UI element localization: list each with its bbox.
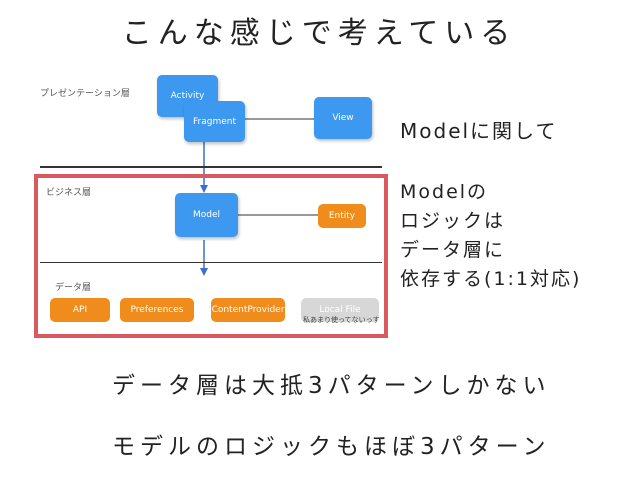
bottom-line-1: データ層は大抵3パターンしかない	[112, 373, 551, 399]
view-label: View	[332, 113, 354, 123]
activity-label: Activity	[170, 91, 205, 101]
local-file-label: Local File	[319, 305, 361, 315]
side-text: Modelの ロジックは データ層に 依存する(1:1対応)	[400, 178, 581, 294]
side-text-line: 依存する(1:1対応)	[400, 268, 582, 290]
page-title: こんな感じで考えている	[121, 16, 517, 51]
api-node: API	[50, 298, 110, 322]
fragment-model-arrowhead	[200, 185, 208, 193]
local-file-note: 私あまり使ってないっす	[303, 316, 380, 324]
model-node: Model	[175, 193, 238, 237]
side-text-line: データ層に	[400, 239, 506, 261]
side-heading: Modelに関して	[400, 119, 558, 143]
presentation-layer-label: プレゼンテーション層	[40, 89, 130, 99]
model-data-arrowhead	[200, 268, 208, 276]
bottom-line-2: モデルのロジックもほぼ3パターン	[112, 434, 551, 460]
fragment-node: Fragment	[184, 101, 245, 142]
view-node: View	[314, 97, 372, 139]
api-label: API	[72, 305, 88, 315]
fragment-label: Fragment	[193, 116, 236, 127]
side-text-line: ロジックは	[400, 210, 506, 232]
entity-node: Entity	[318, 204, 366, 228]
preferences-node: Preferences	[120, 298, 194, 322]
entity-label: Entity	[328, 211, 356, 221]
content-provider-node: ContentProvider	[211, 298, 285, 322]
model-label: Model	[192, 210, 221, 220]
business-data-frame	[34, 174, 388, 338]
preferences-label: Preferences	[130, 305, 184, 315]
local-file-node: Local File	[301, 298, 379, 322]
side-text-line: Modelの	[400, 181, 489, 203]
data-layer-label: データ層	[55, 283, 92, 293]
presentation-divider	[40, 166, 382, 168]
business-layer-label: ビジネス層	[46, 188, 92, 198]
content-provider-label: ContentProvider	[211, 305, 285, 315]
business-divider	[40, 262, 382, 263]
